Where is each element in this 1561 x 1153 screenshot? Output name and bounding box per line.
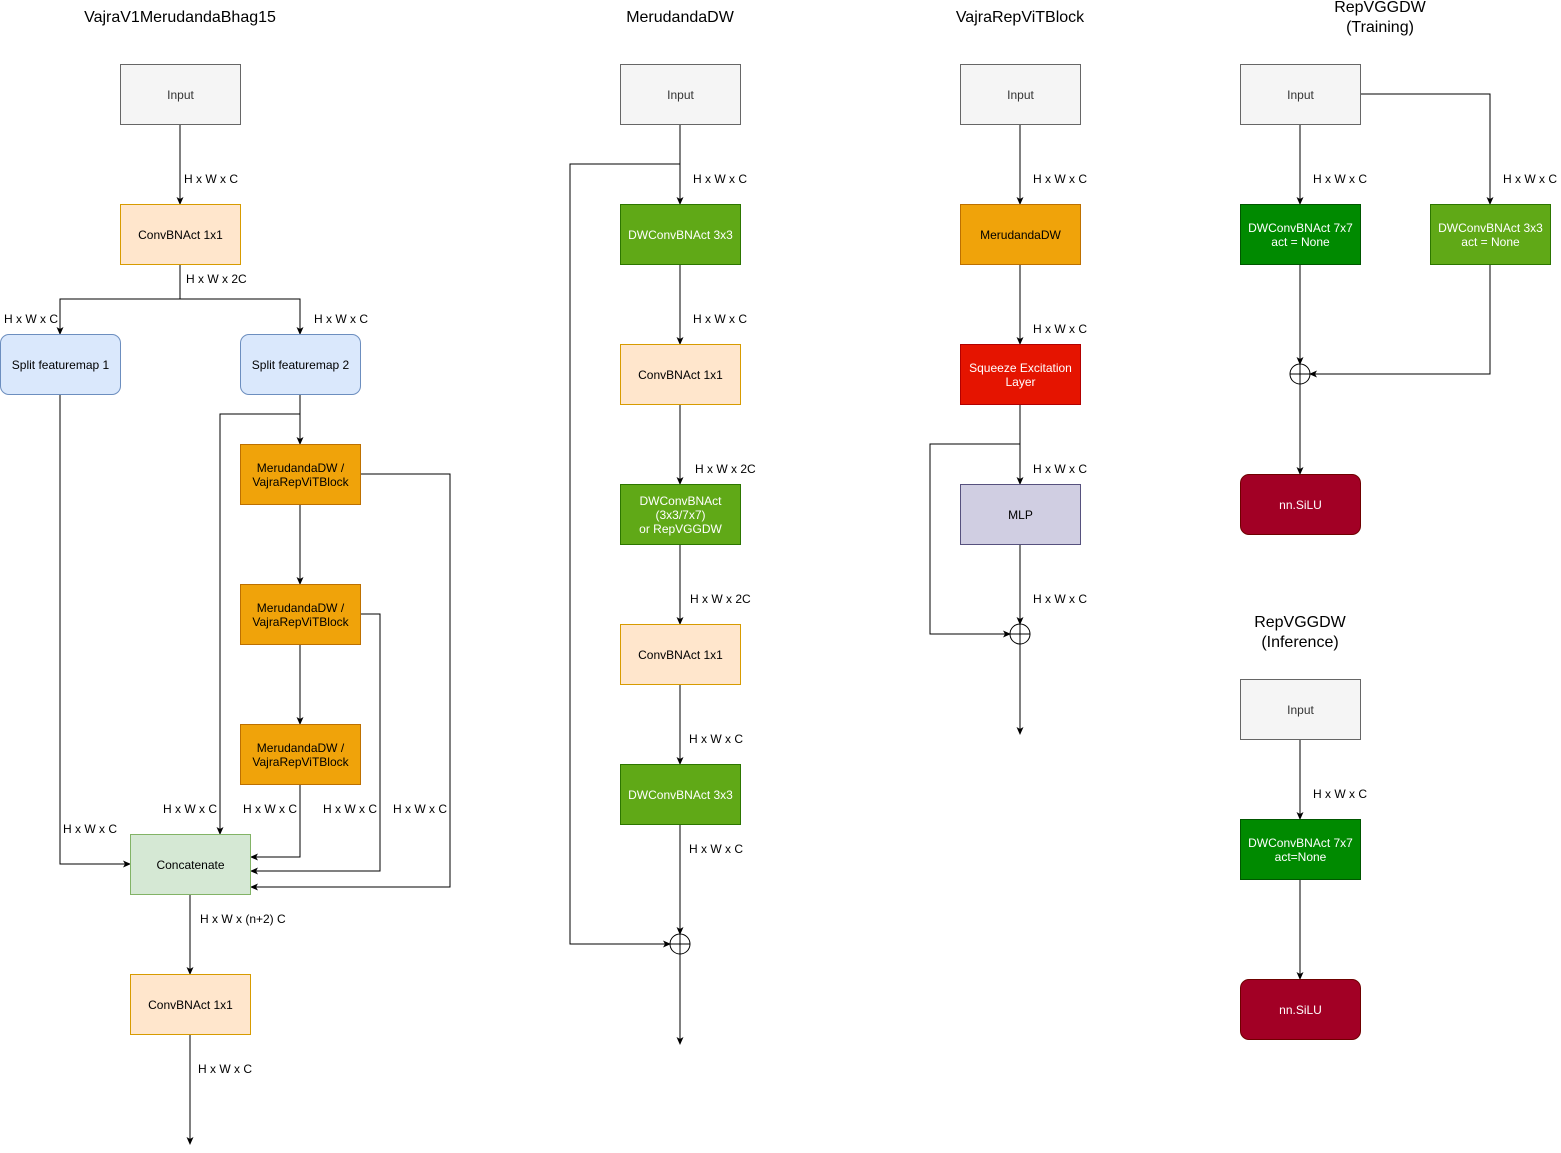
vajra-label-split2: H x W x C	[314, 312, 368, 326]
rv-label-3: H x W x C	[1033, 462, 1087, 476]
vajra-label-split1: H x W x C	[4, 312, 58, 326]
md-label-6: H x W x C	[689, 842, 743, 856]
add-node-repvgg	[1289, 363, 1311, 385]
vajra-label-b2-out: H x W x C	[323, 802, 377, 816]
edge-rv-residual	[929, 443, 1020, 638]
title-repvit: VajraRepViTBlock	[955, 9, 1085, 26]
rt-dwconv7-node: DWConvBNAct 7x7 act = None	[1240, 204, 1361, 265]
rv-label-1: H x W x C	[1033, 172, 1087, 186]
vajra-label-skip-split1: H x W x C	[63, 822, 117, 836]
md-conv-2-node: ConvBNAct 1x1	[620, 624, 741, 685]
rv-merudanda-node: MerudandaDW	[960, 204, 1081, 265]
block-3-node: MerudandaDW / VajraRepViTBlock	[240, 724, 361, 785]
title-vajra: VajraV1MerudandaBhag15	[84, 9, 276, 26]
vajra-label-out: H x W x C	[198, 1062, 252, 1076]
rv-mlp-node: MLP	[960, 484, 1081, 545]
md-dwconv-1-node: DWConvBNAct 3x3	[620, 204, 741, 265]
concatenate-node: Concatenate	[130, 834, 251, 895]
md-conv-1-node: ConvBNAct 1x1	[620, 344, 741, 405]
md-label-2: H x W x C	[693, 312, 747, 326]
edge-rt-dw3-add	[1309, 265, 1491, 378]
edge-conv-split1	[56, 265, 181, 335]
rv-label-2: H x W x C	[1033, 322, 1087, 336]
md-label-1: H x W x C	[693, 172, 747, 186]
md-label-3: H x W x 2C	[695, 462, 756, 476]
ri-silu-node: nn.SiLU	[1240, 979, 1361, 1040]
rt-dwconv3-node: DWConvBNAct 3x3 act = None	[1430, 204, 1551, 265]
block-2-node: MerudandaDW / VajraRepViTBlock	[240, 584, 361, 645]
md-dwconv-2-node: DWConvBNAct (3x3/7x7) or RepVGGDW	[620, 484, 741, 545]
rv-label-4: H x W x C	[1033, 592, 1087, 606]
vajra-label-concat-out: H x W x (n+2) C	[200, 912, 286, 926]
edge-conv-split2	[180, 298, 304, 335]
vajra-label-after-conv: H x W x 2C	[186, 272, 247, 286]
ri-input-node: Input	[1240, 679, 1361, 740]
split-featuremap-2-node: Split featuremap 2	[240, 334, 361, 395]
edge-block1-concat	[250, 473, 451, 891]
md-label-4: H x W x 2C	[690, 592, 751, 606]
rt-silu-node: nn.SiLU	[1240, 474, 1361, 535]
block-1-node: MerudandaDW / VajraRepViTBlock	[240, 444, 361, 505]
edge-rt-input-dw3	[1361, 93, 1494, 205]
rv-se-node: Squeeze Excitation Layer	[960, 344, 1081, 405]
vajra-label-b1-out: H x W x C	[393, 802, 447, 816]
ri-dwconv7-node: DWConvBNAct 7x7 act=None	[1240, 819, 1361, 880]
vajra-conv-out-node: ConvBNAct 1x1	[130, 974, 251, 1035]
rt-label-1: H x W x C	[1313, 172, 1367, 186]
edge-split2-concat	[216, 413, 300, 835]
title-repvgg-training: RepVGGDW (Training)	[1334, 0, 1426, 36]
vajra-label-skip-split2: H x W x C	[163, 802, 217, 816]
rv-input-node: Input	[960, 64, 1081, 125]
split-featuremap-1-node: Split featuremap 1	[0, 334, 121, 395]
edge-md-residual	[569, 163, 680, 948]
title-merudanda: MerudandaDW	[626, 9, 734, 26]
edge-block2-concat	[250, 613, 381, 875]
edge-split1-concat	[59, 395, 131, 868]
md-dwconv-3-node: DWConvBNAct 3x3	[620, 764, 741, 825]
add-node-merudanda	[669, 933, 691, 955]
rt-input-node: Input	[1240, 64, 1361, 125]
md-input-node: Input	[620, 64, 741, 125]
vajra-label-b3-out: H x W x C	[243, 802, 297, 816]
vajra-conv-in-node: ConvBNAct 1x1	[120, 204, 241, 265]
rt-label-2: H x W x C	[1503, 172, 1557, 186]
vajra-label-in: H x W x C	[184, 172, 238, 186]
edge-block3-concat	[250, 785, 301, 861]
ri-label-1: H x W x C	[1313, 787, 1367, 801]
md-label-5: H x W x C	[689, 732, 743, 746]
vajra-input-node: Input	[120, 64, 241, 125]
add-node-repvit	[1009, 623, 1031, 645]
title-repvgg-inference: RepVGGDW (Inference)	[1254, 614, 1346, 651]
